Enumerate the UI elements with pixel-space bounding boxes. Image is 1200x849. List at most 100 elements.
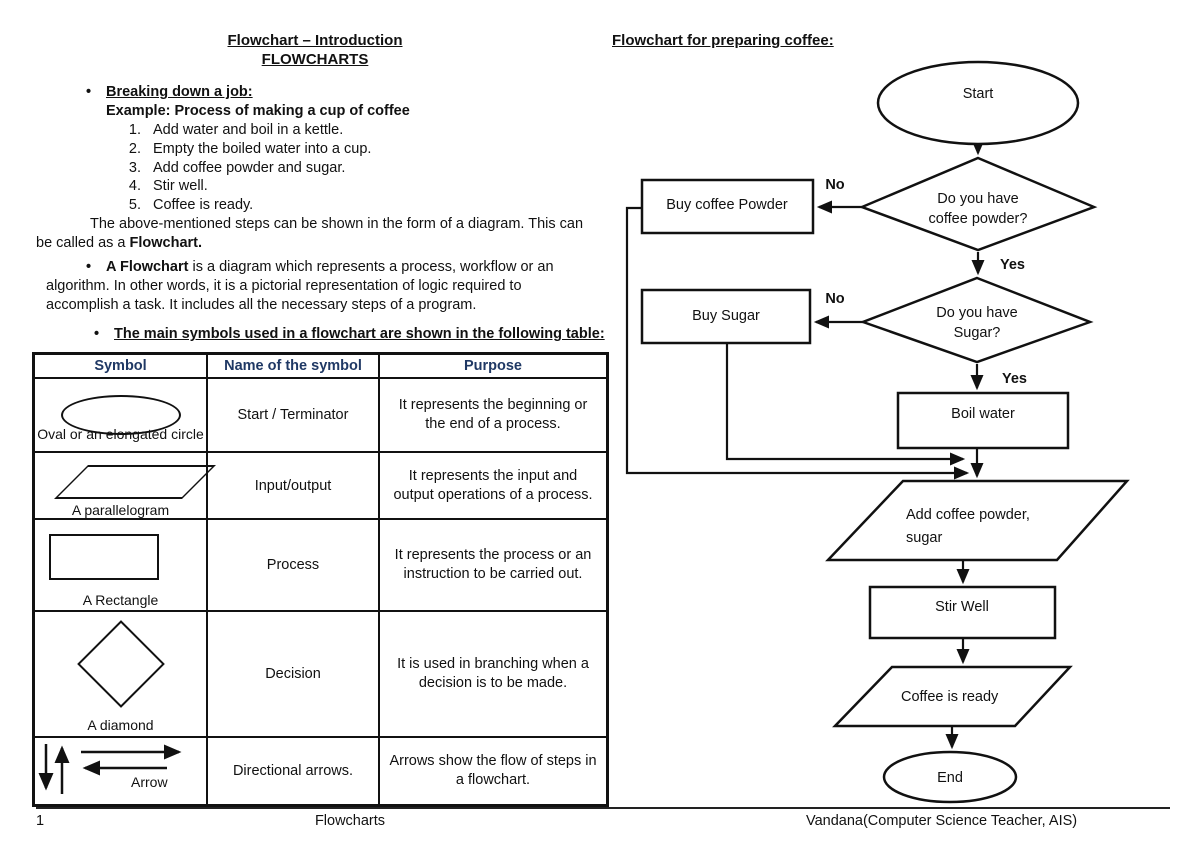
bullet-icon <box>94 326 114 342</box>
buy-sugar-shape <box>640 288 812 345</box>
purpose-cell: It represents the process or an instruct… <box>378 518 609 612</box>
parallelogram-shape-icon <box>54 465 216 499</box>
symbol-cell-parallelogram: A parallelogram <box>32 451 216 520</box>
name-cell: Input/output <box>206 451 380 520</box>
title-line-2: FLOWCHARTS <box>261 51 369 68</box>
symbol-cell-oval: Oval or an elongated circle <box>32 377 208 453</box>
start-terminator-shape <box>876 60 1080 146</box>
start-label: Start <box>963 86 994 102</box>
end-terminator-shape <box>882 750 1018 804</box>
add-ingredients-line2: sugar <box>906 530 942 546</box>
table-header-row: Symbol Name of the symbol Purpose <box>32 352 609 379</box>
purpose-cell: Arrows show the flow of steps in a flowc… <box>378 736 609 807</box>
paragraph-diagram-line2: be called as a Flowchart. <box>36 234 592 253</box>
header-symbol: Symbol <box>32 352 208 379</box>
name-cell: Process <box>206 518 380 612</box>
paragraph-definition-line3: accomplish a task. It includes all the n… <box>46 297 477 313</box>
step-item: Coffee is ready. <box>145 196 371 215</box>
boil-water-label: Boil water <box>951 406 1015 422</box>
purpose-text: It is used in branching when a decision … <box>397 656 589 691</box>
name-cell: Directional arrows. <box>206 736 380 807</box>
symbol-caption: A Rectangle <box>82 592 159 608</box>
bullet-icon <box>86 259 106 275</box>
purpose-text: It represents the input and output opera… <box>393 467 593 503</box>
end-label: End <box>937 770 963 786</box>
buy-coffee-shape <box>640 178 815 235</box>
purpose-text: It represents the beginning or the end o… <box>398 397 588 432</box>
steps-list: Add water and boil in a kettle. Empty th… <box>118 121 371 215</box>
table-row: Arrow Directional arrows. Arrows show th… <box>32 736 609 807</box>
footer-divider <box>36 807 1170 809</box>
paragraph-definition-line1: A Flowchart is a diagram which represent… <box>46 258 570 277</box>
stir-well-shape <box>868 585 1057 640</box>
name-cell: Start / Terminator <box>206 377 380 453</box>
paragraph-definition-line2: algorithm. In other words, it is a picto… <box>46 278 522 294</box>
coffee-yes-label: Yes <box>1000 257 1025 273</box>
buy-sugar-label: Buy Sugar <box>692 308 760 324</box>
example-heading: Example: Process of making a cup of coff… <box>106 103 410 119</box>
table-row: A parallelogram Input/output It represen… <box>32 451 609 520</box>
symbol-caption: A parallelogram <box>71 502 170 518</box>
purpose-cell: It represents the input and output opera… <box>378 451 609 520</box>
purpose-text: It represents the process or an instruct… <box>394 547 592 582</box>
step-item: Add water and boil in a kettle. <box>145 121 371 140</box>
page-number: 1 <box>36 813 45 829</box>
buy-coffee-label: Buy coffee Powder <box>666 197 788 213</box>
coffee-decision-line1: Do you have <box>937 191 1018 207</box>
stir-well-label: Stir Well <box>935 599 989 615</box>
paragraph-diagram-line1: The above-mentioned steps can be shown i… <box>90 216 584 232</box>
bullet-icon <box>86 84 106 100</box>
edge-buy-coffee-feedback <box>625 206 970 480</box>
breaking-heading: Breaking down a job: <box>106 84 253 100</box>
edge-buy-sugar-feedback <box>725 343 966 466</box>
step-item: Empty the boiled water into a cup. <box>145 140 371 159</box>
paragraph-diagram: The above-mentioned steps can be shown i… <box>36 215 592 253</box>
symbol-caption: Arrow <box>131 774 168 790</box>
table-row: A diamond Decision It is used in branchi… <box>32 610 609 738</box>
oval-shape-icon <box>60 394 181 435</box>
purpose-cell: It represents the beginning or the end o… <box>378 377 609 453</box>
coffee-flowchart: Start Do you have coffee powder? Buy cof… <box>625 60 1130 804</box>
sugar-no-label: No <box>825 291 844 307</box>
directional-arrows-icon <box>38 744 182 794</box>
coffee-ready-label: Coffee is ready <box>901 689 999 705</box>
symbol-cell-diamond: A diamond <box>32 610 208 738</box>
flowchart-heading: Flowchart for preparing coffee: <box>612 32 834 49</box>
footer-author: Vandana(Computer Science Teacher, AIS) <box>806 813 1078 829</box>
bullet-table-intro: The main symbols used in a flowchart are… <box>94 325 605 344</box>
sugar-yes-label: Yes <box>1002 371 1027 387</box>
symbol-caption: A diamond <box>87 717 154 733</box>
definition-bold-lead: A Flowchart <box>106 259 189 275</box>
diamond-shape-icon <box>76 620 165 708</box>
bullet-breaking-down: Breaking down a job: <box>86 83 253 102</box>
symbol-table: Symbol Name of the symbol Purpose Oval o… <box>32 352 609 807</box>
header-name: Name of the symbol <box>206 352 380 379</box>
purpose-text: Arrows show the flow of steps in a flowc… <box>389 753 597 788</box>
symbol-cell-arrows: Arrow <box>32 736 208 807</box>
table-row: A Rectangle Process It represents the pr… <box>32 518 609 612</box>
purpose-cell: It is used in branching when a decision … <box>378 610 609 738</box>
directional-arrows-wrap: Arrow <box>35 738 206 804</box>
coffee-ready-shape <box>832 665 1073 728</box>
definition-line1-rest: is a diagram which represents a process,… <box>188 259 554 275</box>
sugar-decision-line2: Sugar? <box>954 325 1001 341</box>
header-purpose: Purpose <box>378 352 609 379</box>
add-ingredients-line1: Add coffee powder, <box>906 507 1030 523</box>
boil-water-shape <box>896 391 1070 450</box>
symbol-caption: Oval or an elongated circle <box>37 425 204 442</box>
step-item: Stir well. <box>145 177 371 196</box>
sugar-decision-line1: Do you have <box>936 305 1017 321</box>
rectangle-shape-icon <box>49 534 159 580</box>
paragraph-definition: A Flowchart is a diagram which represent… <box>46 258 570 315</box>
coffee-no-label: No <box>825 177 844 193</box>
add-ingredients-shape <box>825 479 1130 562</box>
table-row: Oval or an elongated circle Start / Term… <box>32 377 609 453</box>
symbol-cell-rectangle: A Rectangle <box>32 518 208 612</box>
coffee-decision-shape <box>858 156 1098 252</box>
flowchart-bold-word: Flowchart. <box>129 235 203 251</box>
table-intro-heading: The main symbols used in a flowchart are… <box>114 326 605 342</box>
title-line-1: Flowchart – Introduction <box>227 32 403 49</box>
paragraph-diagram-line2-text: be called as a <box>36 235 130 251</box>
step-item: Add coffee powder and sugar. <box>145 159 371 178</box>
